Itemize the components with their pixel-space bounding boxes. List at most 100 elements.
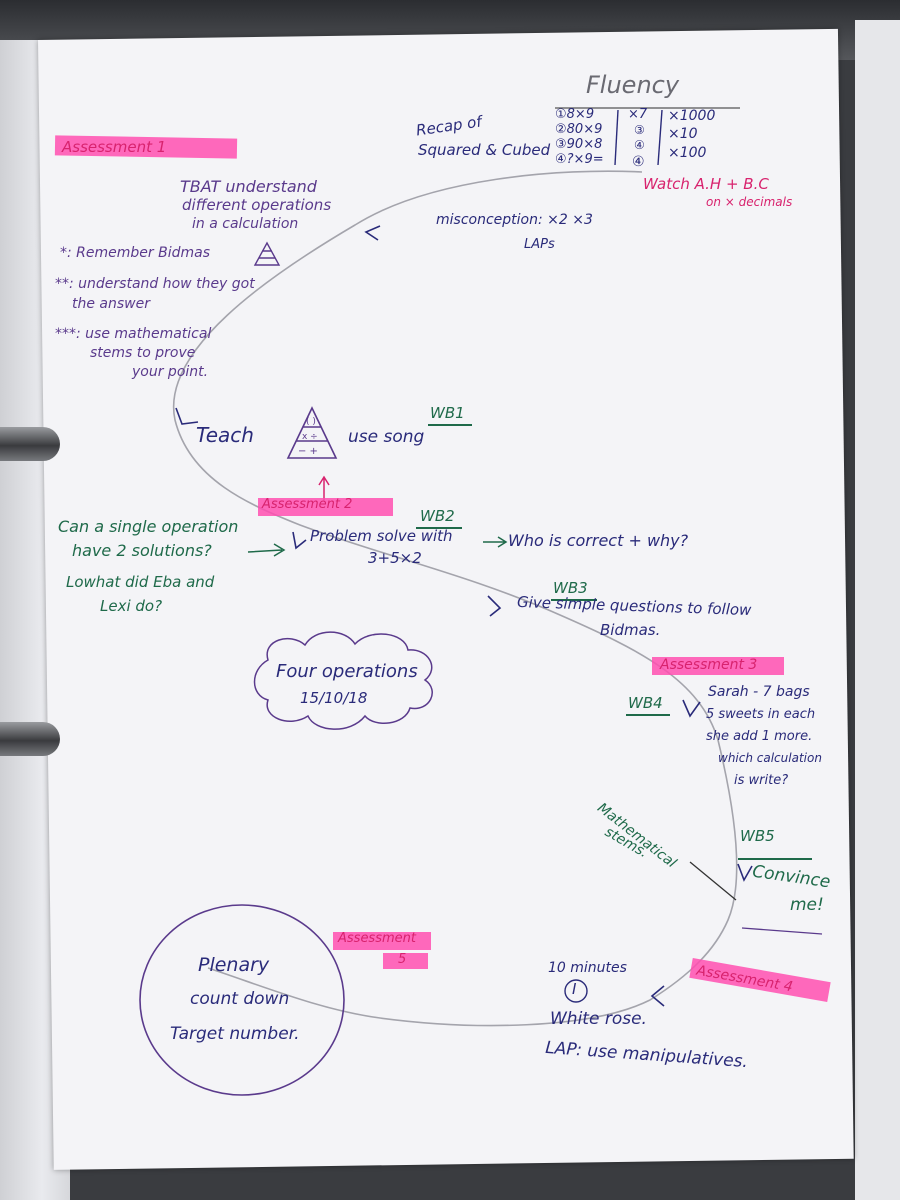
point-1: *: Remember Bidmas xyxy=(60,245,210,261)
circled-i-text: I xyxy=(572,980,577,998)
arrow-mark-1 xyxy=(364,225,381,241)
arrow-mark-6 xyxy=(737,863,753,882)
sarah-line-1: Sarah - 7 bags xyxy=(708,684,810,700)
back-sheet xyxy=(855,20,900,1200)
tbat-line-3: in a calculation xyxy=(192,216,299,232)
fluency-col1-row2: ②80×9 xyxy=(555,122,603,137)
misconception-text: misconception: ×2 ×3 xyxy=(436,212,593,228)
lap-manipulatives-text: LAP: use manipulatives. xyxy=(544,1037,749,1073)
svg-text:− +: − + xyxy=(298,446,318,457)
assessment-5-label: Assessment xyxy=(338,931,416,946)
ten-minutes-text: 10 minutes xyxy=(548,960,627,976)
watch-line-2: on × decimals xyxy=(706,195,793,209)
wb5-label: WB5 xyxy=(740,827,775,845)
circled-one xyxy=(564,979,588,1003)
arrow-mark-5 xyxy=(682,699,701,718)
wb5-underline xyxy=(738,858,812,860)
white-rose-text: White rose. xyxy=(550,1009,647,1029)
point-3: ***: use mathematical xyxy=(55,326,212,342)
fluency-recap-line-2: Squared & Cubed xyxy=(418,141,551,159)
convince-line-1: Convince xyxy=(751,861,832,893)
binder-ring-top xyxy=(0,427,60,461)
point-2-cont: the answer xyxy=(72,296,150,312)
fluency-col3-row1: ×1000 xyxy=(668,108,716,124)
fluency-col2-row3: ④ xyxy=(634,138,645,152)
point-3-cont-1: stems to prove xyxy=(90,345,196,361)
sarah-line-3: she add 1 more. xyxy=(706,729,813,744)
cloud-title: Four operations xyxy=(276,661,418,682)
fluency-col2-row2: ③ xyxy=(634,123,645,137)
use-song-text: use song xyxy=(348,427,425,447)
highlight-assessment-2 xyxy=(258,498,393,516)
fluency-col2-row1: ×7 xyxy=(628,107,648,122)
tbat-line-1: TBAT understand xyxy=(180,177,317,196)
count-down-text: count down xyxy=(190,989,290,1009)
cloud-shape xyxy=(253,631,433,730)
fluency-title: Fluency xyxy=(586,71,680,99)
fluency-col1-row4: ④?×9= xyxy=(555,152,604,167)
fluency-col1-row3: ③90×8 xyxy=(555,137,603,152)
cloud-date: 15/10/18 xyxy=(300,689,368,707)
arrow-mark-7 xyxy=(650,985,665,1007)
pencil-path xyxy=(172,170,738,1027)
fluency-col2-row4: ④ xyxy=(632,154,645,170)
fluency-col3-row2: ×10 xyxy=(668,126,698,142)
green-arrow-2 xyxy=(483,536,508,548)
wb2-label: WB2 xyxy=(420,507,455,525)
sarah-line-5: is write? xyxy=(734,773,789,788)
convince-underline xyxy=(741,927,823,935)
assessment-1-label: Assessment 1 xyxy=(62,138,167,156)
fluency-col1-row1: ①8×9 xyxy=(555,107,595,122)
target-number-text: Target number. xyxy=(170,1024,300,1044)
arrow-mark-3 xyxy=(292,531,307,550)
highlight-assessment-5b xyxy=(383,953,428,969)
binder-ring-bottom xyxy=(0,722,60,756)
fluency-divider-1 xyxy=(614,109,619,166)
wb4-label: WB4 xyxy=(628,694,663,712)
wb3-text-1: Give simple questions to follow xyxy=(516,592,752,620)
eba-lexi-2: Lexi do? xyxy=(100,597,163,615)
wb3-text-2: Bidmas. xyxy=(600,621,661,639)
wb2-underline xyxy=(416,527,462,529)
svg-text:x ÷: x ÷ xyxy=(302,432,318,442)
fluency-divider-2 xyxy=(657,109,663,166)
wb3-underline xyxy=(551,599,597,601)
sarah-line-4: which calculation xyxy=(718,751,822,765)
wb3-label: WB3 xyxy=(553,579,588,597)
eba-lexi-1: Lowhat did Eba and xyxy=(66,573,215,591)
highlight-assessment-3 xyxy=(652,657,784,675)
single-op-question-1: Can a single operation xyxy=(58,517,239,536)
problem-solve-text: Problem solve with xyxy=(310,527,453,545)
laps-text: LAPs xyxy=(524,237,555,252)
svg-text:( ): ( ) xyxy=(306,417,316,427)
arrow-mark-2 xyxy=(175,407,199,425)
wb4-underline xyxy=(626,714,670,716)
point-3-cont-2: your point. xyxy=(132,364,209,380)
wb1-underline xyxy=(428,424,472,426)
watch-line-1: Watch A.H + B.C xyxy=(643,175,769,193)
sarah-line-2: 5 sweets in each xyxy=(706,707,816,722)
fluency-col3-row3: ×100 xyxy=(668,145,707,161)
assessment-2-label: Assessment 2 xyxy=(262,497,353,512)
plenary-circle xyxy=(139,904,345,1096)
bidmas-triangle-icon: ( ) x ÷ − + xyxy=(286,406,338,459)
plenary-title: Plenary xyxy=(198,954,270,976)
stems-line xyxy=(689,861,737,901)
tbat-line-2: different operations xyxy=(182,196,332,214)
wb1-label: WB1 xyxy=(430,404,465,422)
highlight-assessment-5a xyxy=(333,932,431,950)
problem-sum: 3+5×2 xyxy=(368,549,422,567)
teach-label: Teach xyxy=(196,423,254,447)
point-2: **: understand how they got xyxy=(55,276,255,292)
green-arrow-1 xyxy=(247,543,286,557)
arrow-mark-4 xyxy=(487,595,502,617)
assessment-3-label: Assessment 3 xyxy=(660,657,758,673)
convince-line-2: me! xyxy=(790,895,824,915)
who-correct-text: Who is correct + why? xyxy=(508,531,689,550)
fluency-recap-line-1: Recap of xyxy=(414,112,483,140)
assessment-5-number: 5 xyxy=(398,952,407,967)
single-op-question-2: have 2 solutions? xyxy=(72,541,212,560)
pink-arrow xyxy=(318,475,330,500)
bidmas-small-triangle xyxy=(253,241,281,266)
